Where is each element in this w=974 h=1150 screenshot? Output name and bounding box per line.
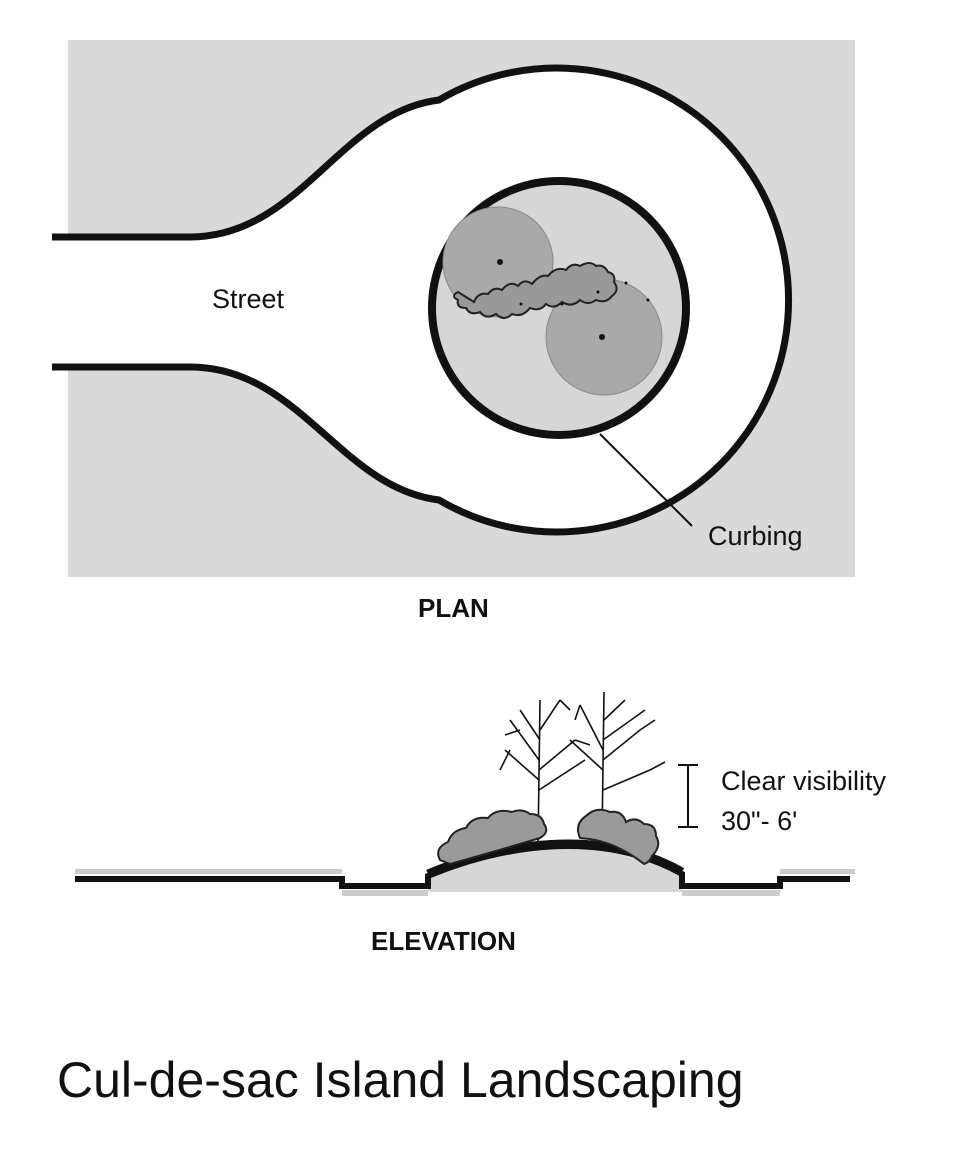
shrub-mass [453,262,618,319]
visibility-range: 30"- 6' [721,806,797,836]
visibility-label: Clear visibility [721,766,887,796]
street-label: Street [212,284,285,314]
mound [428,849,682,892]
elevation-view: Clear visibility 30"- 6' [75,691,887,896]
shrub-icon [437,809,548,866]
tree-trunk-dot [599,334,605,340]
curbing-leader-line [599,433,693,527]
plan-view: Street Curbing [40,40,855,577]
plan-caption: PLAN [418,593,489,623]
visibility-bracket [678,764,698,828]
shrub-icon [577,808,660,866]
curbing-label: Curbing [708,521,803,551]
road-edge-upper [52,64,792,536]
elevation-caption: ELEVATION [371,926,516,956]
tree-trunk-dot [497,259,503,265]
diagram-title: Cul-de-sac Island Landscaping [57,1052,744,1108]
